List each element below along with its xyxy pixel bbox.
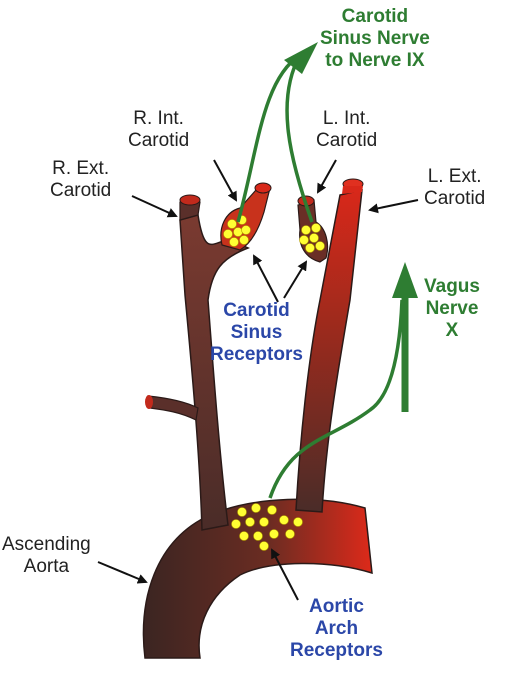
ascending-aorta-label: Ascending Aorta bbox=[2, 534, 91, 577]
right-common-carotid bbox=[179, 214, 250, 531]
label-pointers bbox=[97, 159, 419, 601]
r-ext-carotid-label: R. Ext. Carotid bbox=[50, 158, 112, 201]
carotid-sinus-nerve bbox=[236, 53, 314, 223]
vagus-nerve bbox=[268, 299, 404, 499]
aortic-arch bbox=[142, 498, 373, 659]
carotid-sinus-nerve-label: Carotid Sinus Nerve to Nerve IX bbox=[320, 6, 430, 71]
right-carotid-sinus-dots bbox=[223, 215, 251, 247]
carotid-sinus-nerve-arrowhead bbox=[284, 42, 318, 74]
l-ext-carotid-label: L. Ext. Carotid bbox=[424, 166, 486, 209]
r-int-carotid-label: R. Int. Carotid bbox=[128, 108, 190, 151]
l-int-carotid-label: L. Int. Carotid bbox=[316, 108, 378, 151]
aortic-arch-receptors-label: Aortic Arch Receptors bbox=[290, 596, 383, 661]
left-carotid-sinus-dots bbox=[299, 223, 325, 253]
vagus-nerve-label: Vagus Nerve X bbox=[424, 276, 480, 341]
vagus-nerve-arrowhead bbox=[392, 262, 418, 298]
aortic-arch-dots bbox=[231, 503, 303, 551]
carotid-sinus-receptors-label: Carotid Sinus Receptors bbox=[210, 300, 303, 365]
right-side-branch bbox=[147, 395, 199, 421]
